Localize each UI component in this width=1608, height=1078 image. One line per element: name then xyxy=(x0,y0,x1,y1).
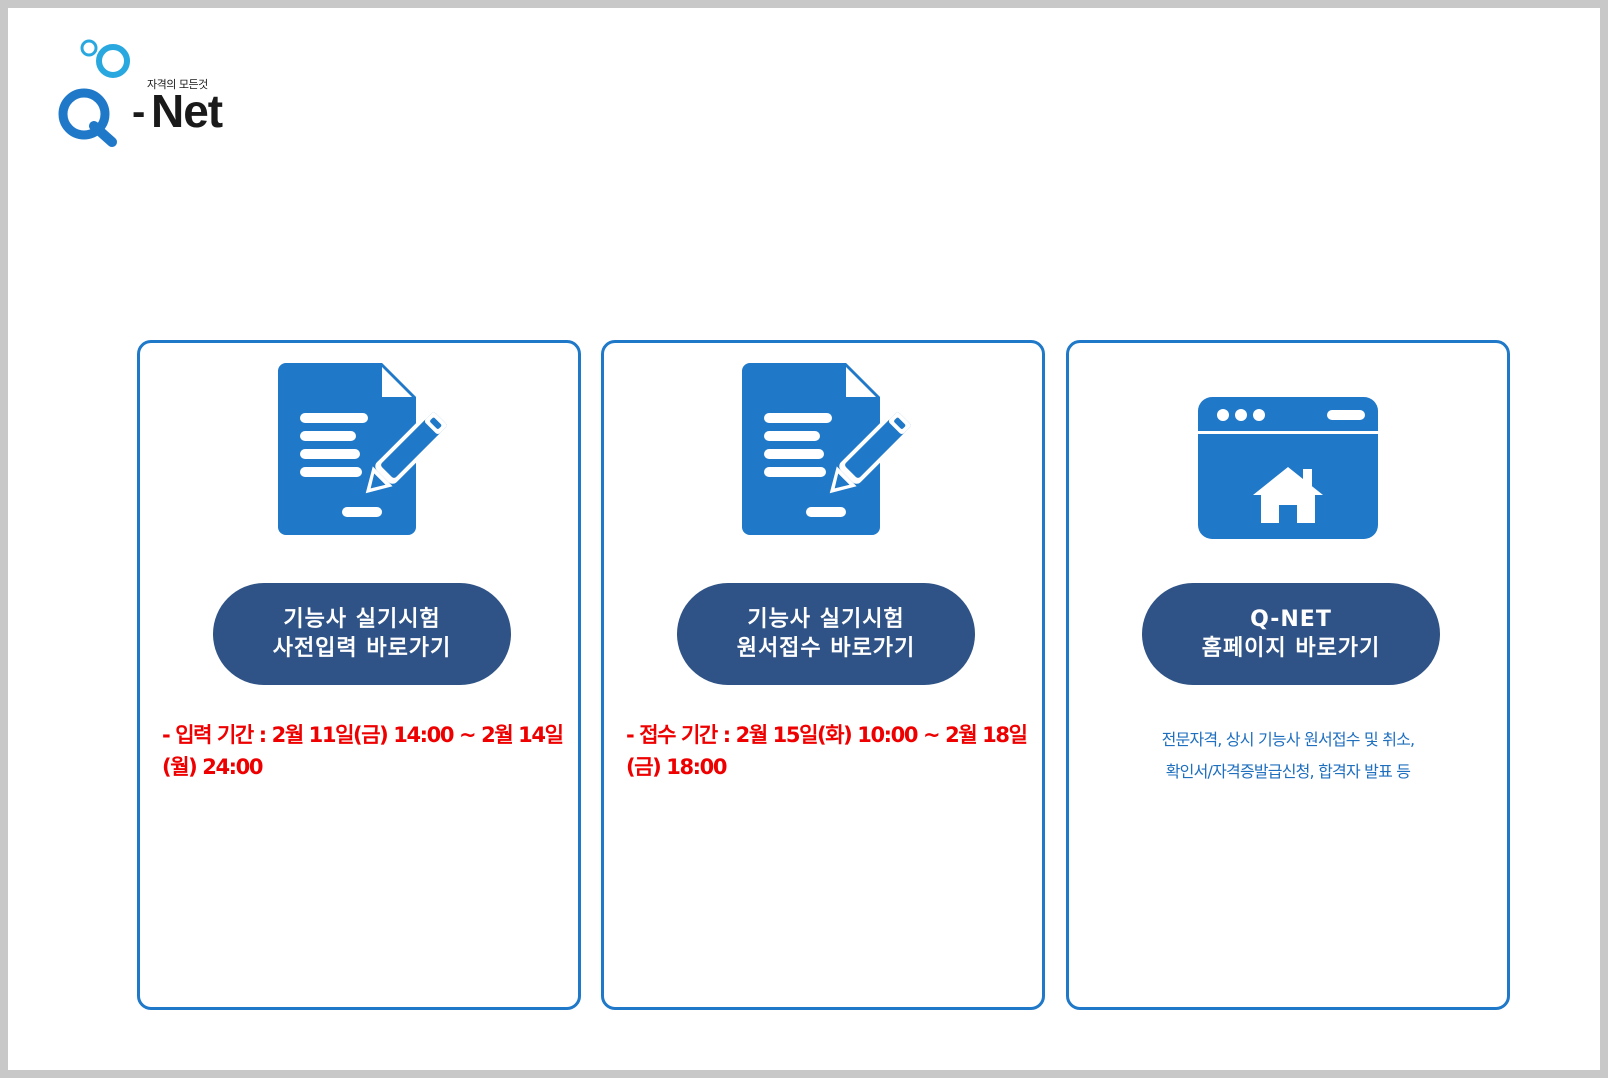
qnet-logo[interactable]: 자격의 모든것 - Net xyxy=(56,34,226,150)
services-line2: 확인서/자격증발급신청, 합격자 발표 등 xyxy=(1165,762,1411,781)
services-line1: 전문자격, 상시 기능사 원서접수 및 취소, xyxy=(1161,730,1416,749)
logo-name: Net xyxy=(151,85,223,137)
button-label-line1: 기능사 실기시험 xyxy=(747,607,905,632)
application-period-text: - 접수 기간 : 2월 15일(화) 10:00 ~ 2월 18일(금) 18… xyxy=(626,723,1028,779)
entry-period-text: - 입력 기간 : 2월 11일(금) 14:00 ~ 2월 14일(월) 24… xyxy=(162,723,564,779)
browser-home-icon xyxy=(1069,357,1507,539)
application-button[interactable]: 기능사 실기시험 원서접수 바로가기 xyxy=(677,583,975,685)
qnet-logo-mark xyxy=(58,39,130,147)
pre-entry-button[interactable]: 기능사 실기시험 사전입력 바로가기 xyxy=(213,583,511,685)
logo-tagline: 자격의 모든것 xyxy=(147,78,208,91)
logo-dash: - xyxy=(132,90,146,134)
button-label-line2: 원서접수 바로가기 xyxy=(736,636,916,661)
card-application: 기능사 실기시험 원서접수 바로가기 - 접수 기간 : 2월 15일(화) 1… xyxy=(601,340,1045,1010)
button-label-line2: 홈페이지 바로가기 xyxy=(1201,636,1381,661)
document-edit-icon xyxy=(604,357,1042,539)
card-qnet-home: Q-NET 홈페이지 바로가기 전문자격, 상시 기능사 원서접수 및 취소, … xyxy=(1066,340,1510,1010)
page-frame: 자격의 모든것 - Net xyxy=(8,8,1600,1070)
button-label-line1: Q-NET xyxy=(1250,607,1332,632)
qnet-services-text: 전문자격, 상시 기능사 원서접수 및 취소, 확인서/자격증발급신청, 합격자… xyxy=(1069,724,1507,788)
document-edit-icon xyxy=(140,357,578,539)
button-label-line1: 기능사 실기시험 xyxy=(283,607,441,632)
card-pre-entry: 기능사 실기시험 사전입력 바로가기 - 입력 기간 : 2월 11일(금) 1… xyxy=(137,340,581,1010)
button-label-line2: 사전입력 바로가기 xyxy=(272,636,452,661)
qnet-home-button[interactable]: Q-NET 홈페이지 바로가기 xyxy=(1142,583,1440,685)
